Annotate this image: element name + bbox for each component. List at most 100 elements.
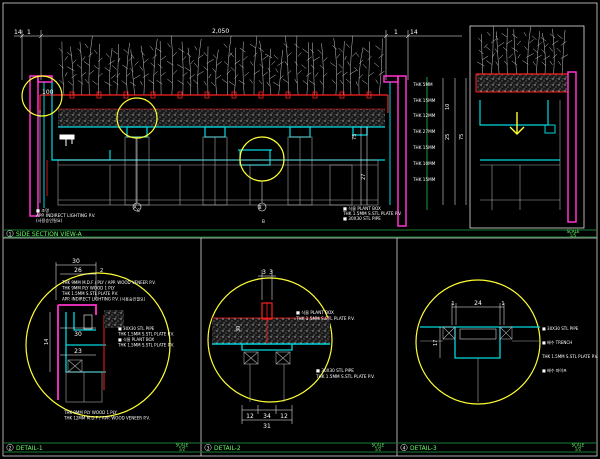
plant-leaf <box>341 71 348 77</box>
plant-leaf <box>511 60 518 66</box>
plant-leaf <box>116 73 121 78</box>
plant-leaf <box>177 80 184 85</box>
plant-stem <box>367 41 370 96</box>
det3-dim-24: 24 <box>474 300 482 307</box>
mid-vertical-dims <box>360 127 368 205</box>
thk-label: THK 15MM <box>412 145 436 150</box>
panel-1-title: SIDE SECTION VIEW-A <box>16 231 83 238</box>
callout-detail-1[interactable] <box>21 75 63 117</box>
note-right-1: ■ 식물 PLANT BOX <box>343 205 381 212</box>
plant-leaf <box>349 70 357 75</box>
dim-14-left: 14 <box>14 29 22 36</box>
plant-leaf <box>250 61 254 66</box>
plant-leaf <box>557 34 563 39</box>
faucet-icon <box>59 134 75 146</box>
plant-leaf <box>182 56 187 61</box>
plant-leaf <box>502 46 508 52</box>
note-text: THK 1.5MM S.STL PLATE P.V. <box>541 354 598 359</box>
plant-leaf <box>190 60 194 65</box>
plant-leaf <box>486 60 492 65</box>
thk-label: THK 10MM <box>412 161 436 166</box>
plant-stem <box>481 33 484 75</box>
thk-label: THK 27MM <box>412 129 436 134</box>
plant-leaf <box>129 81 136 87</box>
plant-box-marker <box>312 91 318 99</box>
plant-leaf <box>77 48 82 53</box>
plant-leaf <box>210 81 216 87</box>
panel-1-scale-label: SCALE <box>567 229 580 234</box>
det1-dim-2: 2 <box>100 268 103 274</box>
plant-leaf <box>305 72 312 77</box>
note-right-3: ■ 30X30 STL PIPE <box>343 216 381 221</box>
plant-leaf <box>336 70 342 76</box>
plant-leaf <box>367 56 372 61</box>
plant-leaf <box>294 79 298 84</box>
plant-leaf <box>59 80 65 85</box>
note-text: THK 9MM PLY WOOD 1 PLY <box>61 286 115 291</box>
dim-14-right: 14 <box>410 29 418 36</box>
plant-leaf <box>552 40 559 45</box>
plant-leaf <box>129 68 134 73</box>
plant-stem <box>197 38 202 96</box>
plant-leaf <box>491 38 497 44</box>
plant-leaf <box>68 81 74 86</box>
right-wall <box>383 75 407 227</box>
plant-leaf <box>487 31 491 37</box>
plant-leaf <box>517 54 521 59</box>
plant-stem <box>70 46 74 96</box>
plant-leaf <box>128 57 133 62</box>
plant-leaf <box>323 57 328 62</box>
plant-box-marker <box>150 91 156 99</box>
plant-leaf <box>160 55 167 61</box>
plant-leaf <box>558 61 562 66</box>
plant-leaf <box>108 60 115 65</box>
plant-leaf <box>284 61 288 66</box>
note-left-3: (사용승인필요) <box>36 217 63 224</box>
plant-leaf <box>140 51 145 56</box>
plant-leaf <box>234 74 239 79</box>
plant-leaf <box>359 74 363 79</box>
plant-leaf <box>131 54 135 59</box>
plant-leaf <box>242 56 248 61</box>
plant-leaf <box>98 72 103 78</box>
plant-leaf <box>277 61 284 66</box>
plant-stem <box>513 29 517 75</box>
plant-leaf <box>239 47 246 53</box>
callout-detail-3[interactable] <box>239 136 285 182</box>
plant-leaf <box>347 61 350 66</box>
dim-75b: 75 <box>459 134 465 140</box>
plant-leaf <box>172 52 177 57</box>
plant-leaf <box>266 81 270 86</box>
plant-leaf <box>332 45 337 50</box>
plant-stem <box>259 40 264 96</box>
det1-dim-14: 14 <box>44 339 50 345</box>
plant-leaf <box>378 70 385 76</box>
plant-leaf <box>152 54 158 59</box>
note-text: THK 1.5MM S.STL PLATE P.V. <box>117 332 174 337</box>
plant-leaf <box>192 79 198 84</box>
plant-leaf <box>72 59 77 64</box>
plant-leaf <box>317 49 322 54</box>
plant-box-marker <box>366 91 372 99</box>
plant-leaf <box>560 41 567 46</box>
plant-leaf <box>223 43 228 48</box>
plant-stem <box>181 41 184 96</box>
arrow-down-icon <box>509 112 525 135</box>
plant-leaf <box>524 46 529 51</box>
plant-leaf <box>373 62 380 67</box>
plant-leaf <box>508 53 513 59</box>
plant-stem <box>116 44 120 96</box>
bubble-b[interactable]: B <box>258 205 261 211</box>
side-section-view: 14 2,050 1 1 14 100 75 27 75 10 25 THK 5… <box>6 25 585 238</box>
plant-leaf <box>92 80 98 85</box>
note-text: THK 1.5MM S.STL PLATE P.V. <box>61 291 118 296</box>
plant-leaf <box>208 73 212 79</box>
callout-circles <box>21 75 285 182</box>
plant-stem <box>269 48 272 96</box>
right-elevation <box>469 25 585 229</box>
plant-stem <box>321 43 324 96</box>
bubble-a[interactable]: A <box>133 205 137 211</box>
plant-stem <box>242 41 245 96</box>
